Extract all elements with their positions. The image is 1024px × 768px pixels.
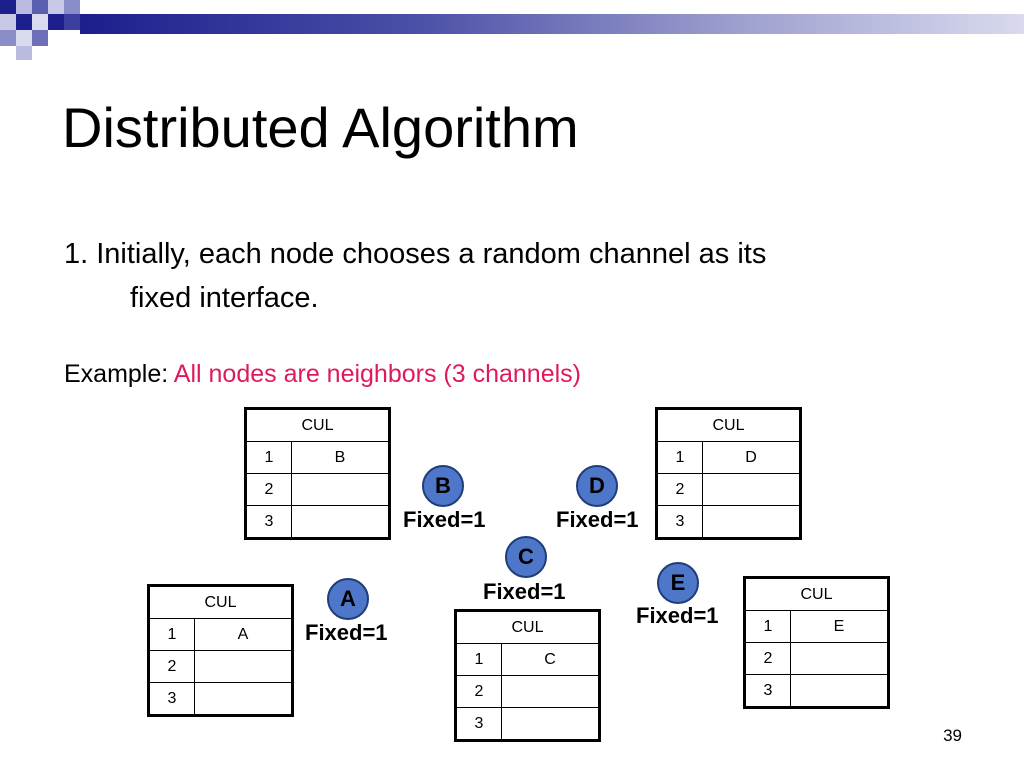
node-cell: E: [790, 610, 889, 643]
node-cell: C: [501, 643, 600, 676]
node-cell: [501, 707, 600, 741]
bullet-point: 1. Initially, each node chooses a random…: [64, 232, 944, 320]
node-cell: B: [291, 441, 390, 474]
example-line: Example: All nodes are neighbors (3 chan…: [64, 360, 581, 389]
channel-cell: 1: [148, 618, 195, 651]
table-row: 3: [656, 505, 801, 539]
node-cell: [702, 505, 801, 539]
slide-title: Distributed Algorithm: [62, 96, 579, 159]
node-cell: A: [194, 618, 293, 651]
channel-cell: 1: [656, 441, 703, 474]
bullet-line-1: 1. Initially, each node chooses a random…: [64, 238, 767, 270]
table-row: 3: [148, 682, 293, 716]
node-a: A: [327, 578, 369, 620]
table-row: 3: [245, 505, 390, 539]
node-cell: [194, 650, 293, 683]
table-row: 2: [148, 650, 293, 683]
header-band: [80, 14, 1024, 34]
table-row: 2: [656, 473, 801, 506]
fixed-label-e: Fixed=1: [636, 603, 719, 628]
node-c: C: [505, 536, 547, 578]
node-cell: [194, 682, 293, 716]
channel-cell: 2: [455, 675, 502, 708]
channel-cell: 1: [245, 441, 292, 474]
node-cell: D: [702, 441, 801, 474]
fixed-label-c: Fixed=1: [483, 579, 566, 604]
channel-cell: 3: [656, 505, 703, 539]
example-text: All nodes are neighbors (3 channels): [173, 360, 581, 388]
channel-cell: 2: [148, 650, 195, 683]
node-e: E: [657, 562, 699, 604]
node-cell: [501, 675, 600, 708]
node-b: B: [422, 465, 464, 507]
node-cell: [790, 674, 889, 708]
fixed-label-b: Fixed=1: [403, 507, 486, 532]
page-number: 39: [943, 726, 962, 745]
fixed-label-d: Fixed=1: [556, 507, 639, 532]
channel-cell: 2: [656, 473, 703, 506]
cul-header: CUL: [455, 610, 600, 644]
channel-cell: 2: [744, 642, 791, 675]
node-cell: [702, 473, 801, 506]
table-row: 3: [744, 674, 889, 708]
cul-header: CUL: [656, 408, 801, 442]
channel-cell: 1: [744, 610, 791, 643]
cul-header: CUL: [744, 577, 889, 611]
cul-header: CUL: [245, 408, 390, 442]
table-row: 2: [455, 675, 600, 708]
bullet-line-2: fixed interface.: [130, 282, 319, 314]
node-d: D: [576, 465, 618, 507]
table-row: 2: [245, 473, 390, 506]
node-cell: [790, 642, 889, 675]
channel-cell: 3: [245, 505, 292, 539]
corner-decoration: [0, 0, 80, 60]
channel-cell: 1: [455, 643, 502, 676]
channel-cell: 3: [148, 682, 195, 716]
table-row: 3: [455, 707, 600, 741]
table-row: 2: [744, 642, 889, 675]
channel-cell: 2: [245, 473, 292, 506]
example-label: Example:: [64, 360, 169, 388]
fixed-label-a: Fixed=1: [305, 620, 388, 645]
node-cell: [291, 505, 390, 539]
channel-cell: 3: [744, 674, 791, 708]
channel-cell: 3: [455, 707, 502, 741]
node-cell: [291, 473, 390, 506]
cul-header: CUL: [148, 585, 293, 619]
